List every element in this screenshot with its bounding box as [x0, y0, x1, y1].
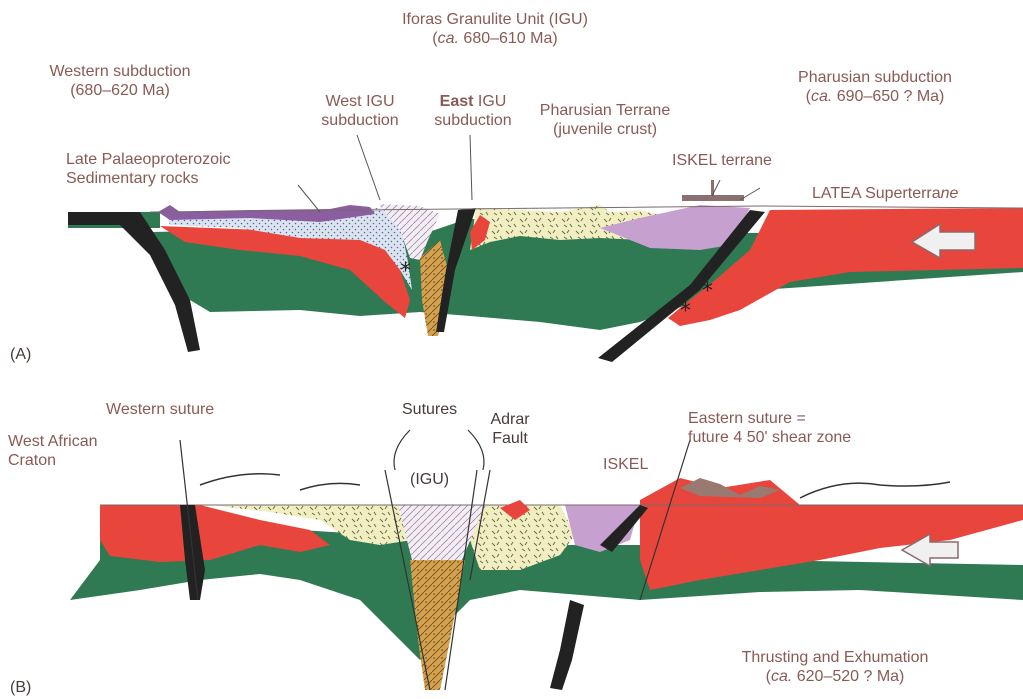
panel-a-tag: (A) — [10, 345, 31, 364]
late-palaeo-label: Late Palaeoproterozoic Sedimentary rocks — [66, 150, 231, 188]
igu-age: 680–610 Ma — [459, 30, 552, 47]
pharusian-age-prefix: ca. — [811, 88, 832, 105]
eastern-suture-line1: Eastern suture = — [688, 409, 851, 428]
panel-b-igu-column — [410, 560, 465, 690]
panel-a-asterisk-3: * — [680, 299, 691, 324]
pharusian-terrane-line1: Pharusian Terrane — [525, 101, 685, 120]
latea-text: LATEA Superterra — [812, 185, 941, 202]
igu-age-prefix: ca. — [438, 30, 459, 47]
thrusting-age-value: 620–520 ? Ma — [792, 668, 899, 685]
thrusting-label: Thrusting and Exhumation (ca. 620–520 ? … — [720, 648, 950, 686]
pharusian-subduction-label: Pharusian subduction (ca. 690–650 ? Ma) — [770, 68, 980, 106]
adrar-fault-line2: Fault — [480, 429, 540, 448]
pharusian-age: 690–650 ? Ma — [832, 88, 939, 105]
panel-a-asterisk-2: * — [702, 279, 713, 304]
panel-a-iskel-marker — [682, 195, 744, 201]
panel-b-east-slab — [550, 600, 584, 690]
iskel-terrane-label: ISKEL terrane — [672, 151, 772, 170]
late-palaeo-line2: Sedimentary rocks — [66, 169, 231, 188]
eastern-suture-label: Eastern suture = future 4 50' shear zone — [688, 409, 851, 447]
western-subduction-title: Western subduction — [30, 62, 210, 81]
west-igu-line1: West IGU — [305, 92, 415, 111]
pharusian-age-close: ) — [939, 88, 944, 105]
east-igu-bold: East — [440, 93, 474, 110]
pharusian-subduction-age: (ca. 690–650 ? Ma) — [770, 87, 980, 106]
igu-b-label: (IGU) — [410, 470, 449, 489]
west-igu-line2: subduction — [305, 111, 415, 130]
latea-label: LATEA Superterrane — [812, 184, 958, 203]
thrusting-age-prefix: ca. — [771, 668, 792, 685]
east-igu-rest: IGU — [473, 93, 506, 110]
sutures-label: Sutures — [402, 400, 457, 419]
western-suture-label: Western suture — [106, 400, 214, 419]
thrusting-age-close: ) — [899, 668, 904, 685]
west-igu-label: West IGU subduction — [305, 92, 415, 130]
west-african-craton-line1: West African — [8, 432, 98, 451]
iskel-b-label: ISKEL — [603, 455, 648, 474]
adrar-fault-label: Adrar Fault — [480, 410, 540, 448]
east-igu-line1: East IGU — [418, 92, 528, 111]
panel-b-tag: (B) — [10, 678, 31, 697]
thrusting-age: (ca. 620–520 ? Ma) — [720, 667, 950, 686]
latea-italic: ne — [941, 185, 959, 202]
eastern-suture-line2: future 4 50' shear zone — [688, 428, 851, 447]
pharusian-terrane-label: Pharusian Terrane (juvenile crust) — [525, 101, 685, 139]
igu-title: Iforas Granulite Unit (IGU) — [375, 10, 615, 29]
igu-age-line: (ca. 680–610 Ma) — [375, 29, 615, 48]
west-african-craton-line2: Craton — [8, 451, 98, 470]
panel-b-motion-arrows — [200, 474, 950, 498]
western-subduction-label: Western subduction (680–620 Ma) — [30, 62, 210, 100]
east-igu-line2: subduction — [418, 111, 528, 130]
panel-b-suture-arc-left — [394, 430, 410, 470]
pharusian-subduction-title: Pharusian subduction — [770, 68, 980, 87]
panel-a-asterisk-1: * — [400, 259, 411, 284]
adrar-fault-line1: Adrar — [480, 410, 540, 429]
late-palaeo-line1: Late Palaeoproterozoic — [66, 150, 231, 169]
pharusian-terrane-line2: (juvenile crust) — [525, 120, 685, 139]
igu-label: Iforas Granulite Unit (IGU) (ca. 680–610… — [375, 10, 615, 48]
western-subduction-age: (680–620 Ma) — [30, 81, 210, 100]
thrusting-line1: Thrusting and Exhumation — [720, 648, 950, 667]
west-african-craton-label: West African Craton — [8, 432, 98, 470]
igu-age-close: ) — [552, 30, 557, 47]
east-igu-label: East IGU subduction — [418, 92, 528, 130]
